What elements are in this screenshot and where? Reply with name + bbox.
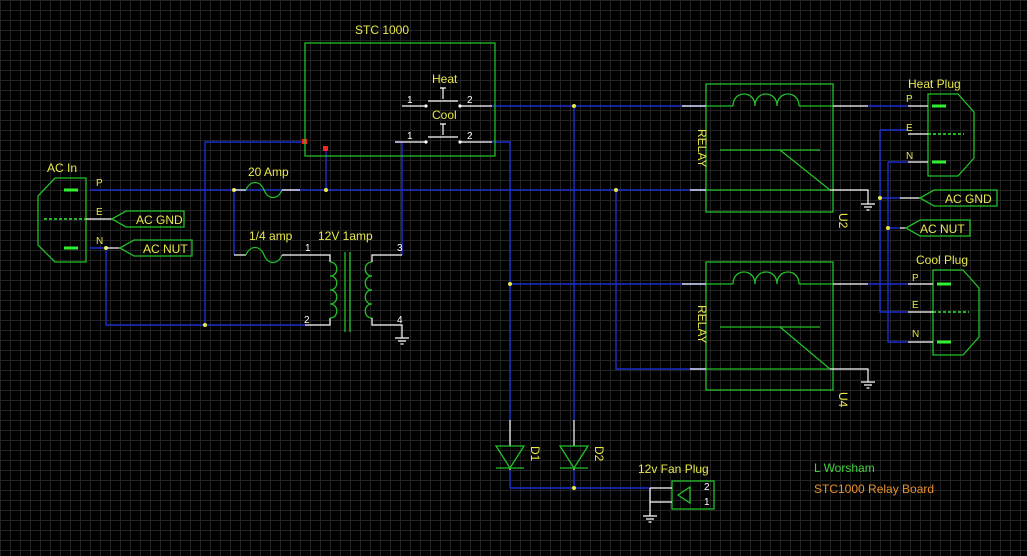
tx-pin-4: 4 <box>397 315 403 326</box>
heat-plug-nut-tag: AC NUT <box>920 222 965 236</box>
cool-plug-pin-p: P <box>912 273 919 284</box>
relay-u4-text: RELAY <box>695 305 709 343</box>
cool-plug-pin-n: N <box>912 329 919 340</box>
ac-in-label: AC In <box>47 161 77 175</box>
heat-plug: Heat Plug P E N AC GND AC NUT <box>900 77 998 237</box>
title-block: L Worsham STC1000 Relay Board <box>814 461 934 496</box>
cool-plug-label: Cool Plug <box>916 253 968 267</box>
fuse-quarter-amp: 1/4 amp <box>234 229 312 264</box>
stc-1000-module: STC 1000 Heat 1 2 Cool 1 2 <box>304 23 496 157</box>
diode-d2-label: D2 <box>592 446 606 462</box>
heat-plug-pin-e: E <box>906 123 913 134</box>
diode-d1: D1 <box>494 420 542 470</box>
stc-cool-pin1: 1 <box>407 131 413 142</box>
diode-d1-label: D1 <box>528 446 542 462</box>
fan-plug: 12v Fan Plug 2 1 <box>638 462 715 523</box>
fan-plug-pin-2: 2 <box>704 482 710 493</box>
cool-plug: Cool Plug P E N <box>908 253 980 356</box>
transformer-label: 12V 1amp <box>318 229 373 243</box>
stc-cool-pin2: 2 <box>467 131 473 142</box>
relay-u2: RELAY U2 <box>682 83 875 229</box>
fan-plug-label: 12v Fan Plug <box>638 462 709 476</box>
board-name: STC1000 Relay Board <box>814 482 934 496</box>
heat-plug-pin-p: P <box>906 94 913 105</box>
fuse-20-label: 20 Amp <box>248 165 289 179</box>
ac-in-connector: AC In P E N AC GND AC NUT <box>37 161 193 263</box>
heat-plug-label: Heat Plug <box>908 77 961 91</box>
tx-pin-1: 1 <box>305 243 311 254</box>
ac-in-pin-p: P <box>96 178 103 189</box>
stc-title: STC 1000 <box>355 23 409 37</box>
junction-dots <box>104 104 890 490</box>
relay-u2-text: RELAY <box>695 129 709 167</box>
relay-u4: RELAY U4 <box>682 261 875 408</box>
fuse-20-amp: 20 Amp <box>234 165 300 199</box>
cool-label: Cool <box>432 108 457 122</box>
fuse-14-label: 1/4 amp <box>249 229 293 243</box>
diode-d2: D2 <box>558 420 606 470</box>
stc-heat-pin1: 1 <box>407 95 413 106</box>
wires <box>90 105 908 489</box>
cool-plug-pin-e: E <box>912 300 919 311</box>
heat-plug-gnd-tag: AC GND <box>945 192 992 206</box>
heat-label: Heat <box>432 72 458 86</box>
relay-u2-ref: U2 <box>836 213 850 229</box>
ac-in-nut-tag: AC NUT <box>143 242 188 256</box>
tx-pin-3: 3 <box>397 243 403 254</box>
fan-plug-pin-1: 1 <box>704 497 710 508</box>
relay-u4-ref: U4 <box>836 392 850 408</box>
ac-in-pin-e: E <box>96 207 103 218</box>
ac-in-gnd-tag: AC GND <box>136 213 183 227</box>
stc-heat-pin2: 2 <box>467 95 473 106</box>
transformer-12v: 12V 1amp 1 2 3 4 <box>304 229 409 345</box>
author-name: L Worsham <box>814 461 875 475</box>
ac-in-pin-n: N <box>96 236 103 247</box>
heat-plug-pin-n: N <box>906 151 913 162</box>
tx-pin-2: 2 <box>304 315 310 326</box>
